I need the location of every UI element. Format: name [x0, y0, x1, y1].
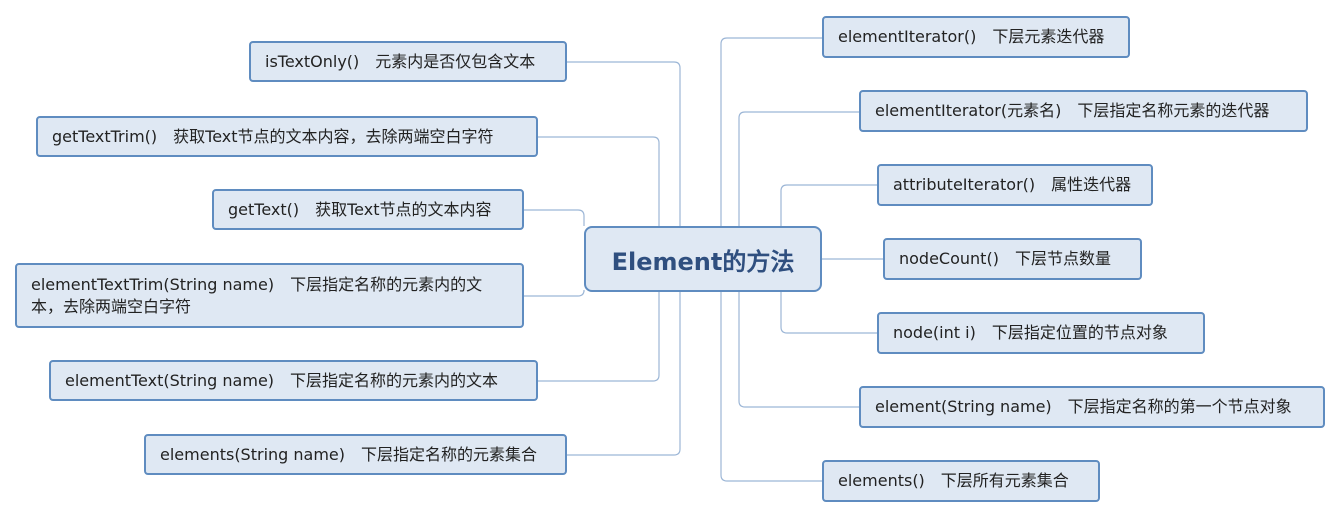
connector-elements-name — [566, 292, 681, 456]
method-name: isTextOnly() — [265, 52, 360, 71]
method-description: 获取Text节点的文本内容，去除两端空白字符 — [173, 127, 494, 146]
connector-isTextOnly — [566, 61, 681, 226]
topic-getText[interactable]: getText() 获取Text节点的文本内容 — [212, 189, 524, 230]
connector-elements — [720, 292, 823, 482]
method-name: elements() — [838, 471, 925, 490]
method-name: elementTextTrim(String name) — [31, 275, 275, 294]
connector-elementIterator — [720, 37, 823, 226]
topic-attributeIterator[interactable]: attributeIterator() 属性迭代器 — [877, 164, 1153, 206]
connector-elementText — [537, 292, 660, 382]
method-description: 下层指定名称的元素集合 — [361, 445, 538, 464]
topic-node[interactable]: node(int i) 下层指定位置的节点对象 — [877, 312, 1205, 354]
method-name: element(String name) — [875, 397, 1052, 416]
topic-elements[interactable]: elements() 下层所有元素集合 — [822, 460, 1100, 502]
method-description: 下层所有元素集合 — [940, 471, 1069, 490]
topic-isTextOnly[interactable]: isTextOnly() 元素内是否仅包含文本 — [249, 41, 567, 82]
connector-elementIterator-name — [738, 111, 860, 226]
connector-element — [738, 292, 860, 408]
method-name: node(int i) — [893, 323, 976, 342]
topic-elements-name[interactable]: elements(String name) 下层指定名称的元素集合 — [144, 434, 567, 475]
method-description: 下层节点数量 — [1014, 249, 1111, 268]
method-description: 下层指定名称元素的迭代器 — [1077, 101, 1270, 120]
connector-getTextTrim — [537, 136, 660, 226]
connector-elementTextTrim — [523, 289, 585, 297]
method-description: 下层指定位置的节点对象 — [991, 323, 1168, 342]
method-description: 属性迭代器 — [1051, 175, 1132, 194]
central-topic-label: Element的方法 — [611, 247, 795, 276]
topic-nodeCount[interactable]: nodeCount() 下层节点数量 — [883, 238, 1142, 280]
method-description: 下层指定名称的第一个节点对象 — [1067, 397, 1292, 416]
connector-getText — [523, 209, 585, 226]
method-description: 下层指定名称的元素内的文本 — [290, 371, 499, 390]
central-topic[interactable]: Element的方法 — [584, 226, 822, 292]
topic-elementIterator[interactable]: elementIterator() 下层元素迭代器 — [822, 16, 1130, 58]
method-name: elementIterator(元素名) — [875, 101, 1062, 120]
topic-getTextTrim[interactable]: getTextTrim() 获取Text节点的文本内容，去除两端空白字符 — [36, 116, 538, 157]
method-name: getText() — [228, 200, 300, 219]
method-name: attributeIterator() — [893, 175, 1036, 194]
method-description: 元素内是否仅包含文本 — [375, 52, 536, 71]
method-name: nodeCount() — [899, 249, 999, 268]
method-description: 下层元素迭代器 — [992, 27, 1105, 46]
topic-elementText[interactable]: elementText(String name) 下层指定名称的元素内的文本 — [49, 360, 538, 401]
method-name: getTextTrim() — [52, 127, 158, 146]
connector-attributeIterator — [780, 184, 878, 226]
method-description: 获取Text节点的文本内容 — [315, 200, 492, 219]
method-name: elementText(String name) — [65, 371, 275, 390]
method-description: 下层指定名称的元素内的文本，去除两端空白字符 — [31, 275, 483, 316]
connector-node — [780, 292, 878, 334]
topic-element[interactable]: element(String name) 下层指定名称的第一个节点对象 — [859, 386, 1325, 428]
topic-elementTextTrim[interactable]: elementTextTrim(String name)下层指定名称的元素内的文… — [15, 263, 524, 328]
method-name: elements(String name) — [160, 445, 346, 464]
topic-elementIterator-name[interactable]: elementIterator(元素名) 下层指定名称元素的迭代器 — [859, 90, 1308, 132]
method-name: elementIterator() — [838, 27, 977, 46]
